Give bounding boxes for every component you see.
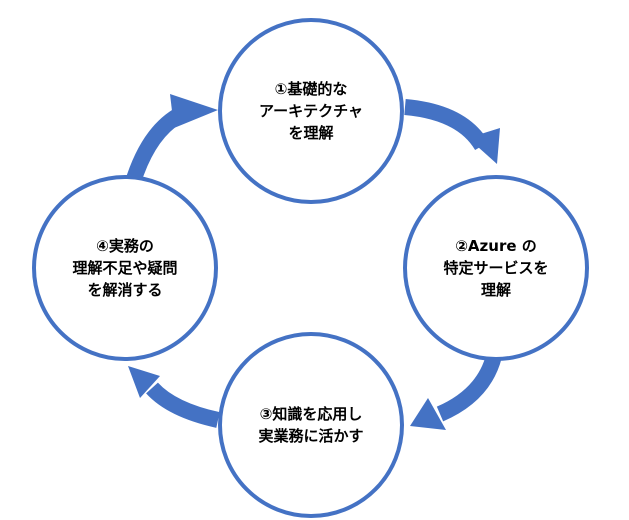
step-2-node: ②Azure の 特定サービスを 理解 (403, 175, 589, 361)
arrow-step2-to-step3 (436, 353, 502, 422)
step-4-node: ④実務の 理解不足や疑問 を解消する (32, 175, 218, 361)
step-3-line-1: ③知識を応用し (259, 405, 363, 423)
arrowhead-step3 (410, 398, 446, 430)
step-4-line-1: ④実務の (96, 237, 154, 255)
arrowhead-step2 (468, 128, 500, 164)
step-3-node: ③知識を応用し 実業務に活かす (218, 332, 404, 518)
step-1-line-2: アーキテクチャ (259, 102, 363, 120)
step-2-line-3: 理解 (480, 281, 511, 299)
arrowhead-step4 (128, 366, 160, 398)
step-1-node: ①基礎的な アーキテクチャ を理解 (218, 18, 404, 204)
step-4-line-2: 理解不足や疑問 (72, 259, 178, 277)
step-3-line-2: 実業務に活かす (258, 427, 364, 445)
step-4-line-3: を解消する (87, 281, 163, 299)
step-2-line-2: 特定サービスを (443, 259, 549, 277)
step-1-line-1: ①基礎的な (274, 80, 348, 98)
step-2-line-1: ②Azure の (455, 237, 537, 255)
step-1-line-3: を理解 (288, 124, 334, 142)
arrowhead-step1 (170, 94, 218, 128)
arrow-step3-to-step4 (146, 382, 220, 428)
